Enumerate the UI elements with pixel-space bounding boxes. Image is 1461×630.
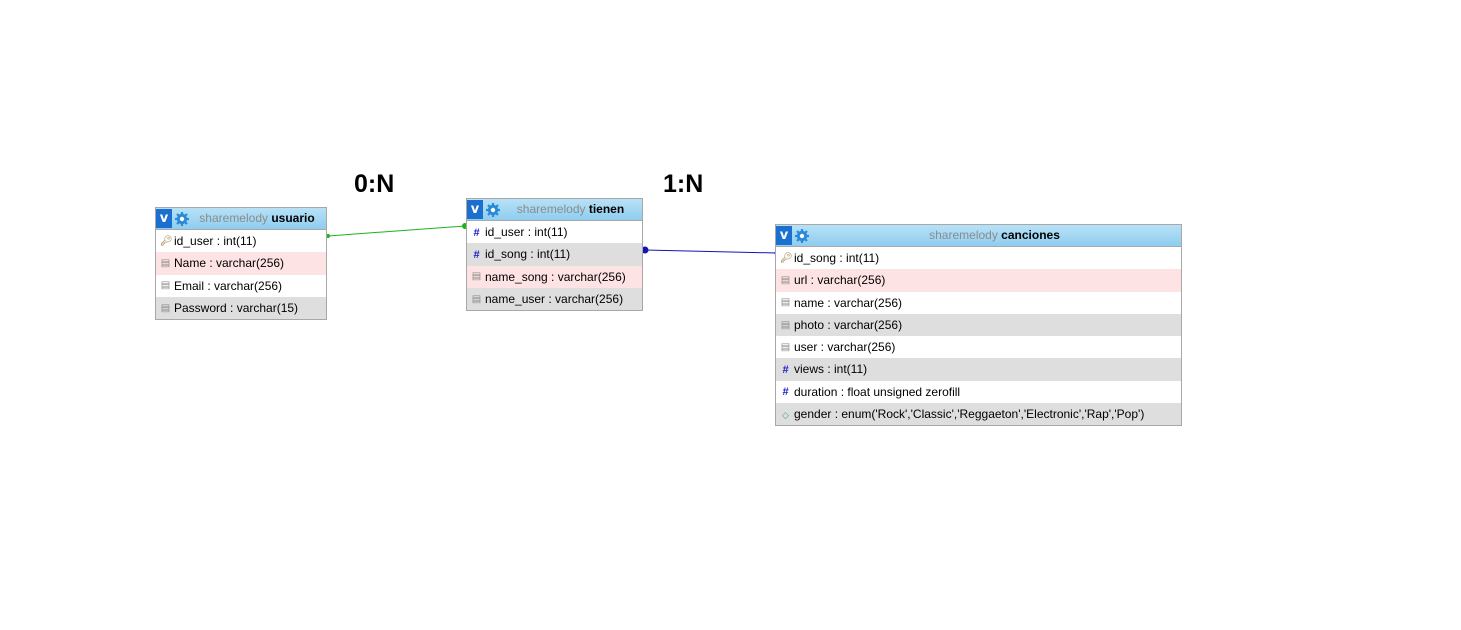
string-icon: ▤ [160,257,171,269]
column-label: name_user : varchar(256) [485,291,624,306]
relation-start-dot [641,246,649,254]
column-row[interactable]: # id_song : int(11) [467,243,642,266]
database-name: sharemelody [929,228,998,242]
string-icon: ▤ [780,274,791,286]
column-label: duration : float unsigned zerofill [794,384,961,399]
key-icon: 🔑︎ [160,235,173,247]
column-label: Email : varchar(256) [174,278,283,293]
column-row[interactable]: ▤user : varchar(256) [776,336,1181,359]
column-row[interactable]: ▤name_user : varchar(256) [467,287,642,311]
string-icon: ▤ [780,297,791,309]
table-header[interactable]: v sharemelody usuario [156,208,326,230]
column-label: Password : varchar(15) [174,300,299,315]
database-name: sharemelody [516,202,586,216]
gear-icon[interactable] [486,203,500,217]
column-row[interactable]: ▤Email : varchar(256) [156,274,326,297]
hash-icon: # [782,386,789,399]
column-row[interactable]: ◇ gender : enum('Rock','Classic','Reggaet… [776,403,1181,426]
table-header[interactable]: v sharemelody tienen [467,199,642,221]
table-tienen[interactable]: v sharemelody tienen #id_user : int(11) … [466,198,643,312]
hash-icon: # [473,248,480,261]
hash-icon: # [782,364,789,377]
toggle-columns-button[interactable]: v [776,226,792,245]
relation-label-tienen-canciones: 1:N [663,170,704,198]
column-label: id_song : int(11) [794,251,880,265]
column-label: gender : enum('Rock','Classic','Reggaeto… [794,407,1145,422]
gear-icon[interactable] [795,229,809,243]
relation-line-usuario-tienen [327,225,466,237]
column-label: photo : varchar(256) [794,317,903,332]
column-label: Name : varchar(256) [174,256,285,271]
string-icon: ▤ [471,271,482,283]
column-label: views : int(11) [794,362,868,377]
database-name: sharemelody [199,211,268,225]
table-usuario[interactable]: v sharemelody usuario 🔑︎id_user : int(11… [155,207,327,321]
column-label: name_song : varchar(256) [485,269,626,284]
gear-icon[interactable] [175,212,189,226]
enum-icon: ◇ [782,409,789,420]
column-row[interactable]: 🔑︎id_user : int(11) [156,230,326,253]
toggle-columns-button[interactable]: v [156,209,172,228]
string-icon: ▤ [160,302,171,314]
table-name: canciones [1001,228,1060,242]
column-row[interactable]: # views : int(11) [776,358,1181,381]
relation-start-dot [326,234,330,238]
string-icon: ▤ [160,280,171,292]
table-header[interactable]: v sharemelody canciones [776,225,1181,247]
column-row[interactable]: ▤url : varchar(256) [776,269,1181,292]
key-icon: 🔑︎ [780,252,793,264]
string-icon: ▤ [471,293,482,305]
column-row[interactable]: # id_user : int(11) [467,221,642,244]
table-title[interactable]: sharemelody tienen [503,199,638,220]
table-title[interactable]: sharemelody canciones [812,225,1177,246]
column-label: id_user : int(11) [485,225,568,239]
toggle-columns-button[interactable]: v [467,200,483,219]
column-label: name : varchar(256) [794,295,903,310]
table-canciones[interactable]: v sharemelody canciones 🔑︎id_song : int(… [775,224,1182,427]
table-title[interactable]: sharemelody usuario [192,208,322,229]
relation-label-usuario-tienen: 0:N [354,170,395,198]
column-row[interactable]: # duration : float unsigned zerofill [776,380,1181,404]
column-row[interactable]: ▤Name : varchar(256) [156,252,326,275]
column-row[interactable]: ▤Password : varchar(15) [156,296,326,320]
column-row[interactable]: ▤name_song : varchar(256) [467,265,642,288]
column-label: url : varchar(256) [794,273,886,288]
relation-line-tienen-canciones [644,249,777,254]
column-row[interactable]: ▤name : varchar(256) [776,291,1181,314]
string-icon: ▤ [780,319,791,331]
column-label: id_song : int(11) [485,247,571,262]
string-icon: ▤ [780,341,791,353]
hash-icon: # [473,226,480,239]
column-label: user : varchar(256) [794,340,896,355]
table-name: usuario [271,211,315,225]
column-row[interactable]: ▤photo : varchar(256) [776,313,1181,337]
column-row[interactable]: 🔑︎id_song : int(11) [776,247,1181,270]
table-name: tienen [588,202,625,216]
column-label: id_user : int(11) [174,234,257,248]
